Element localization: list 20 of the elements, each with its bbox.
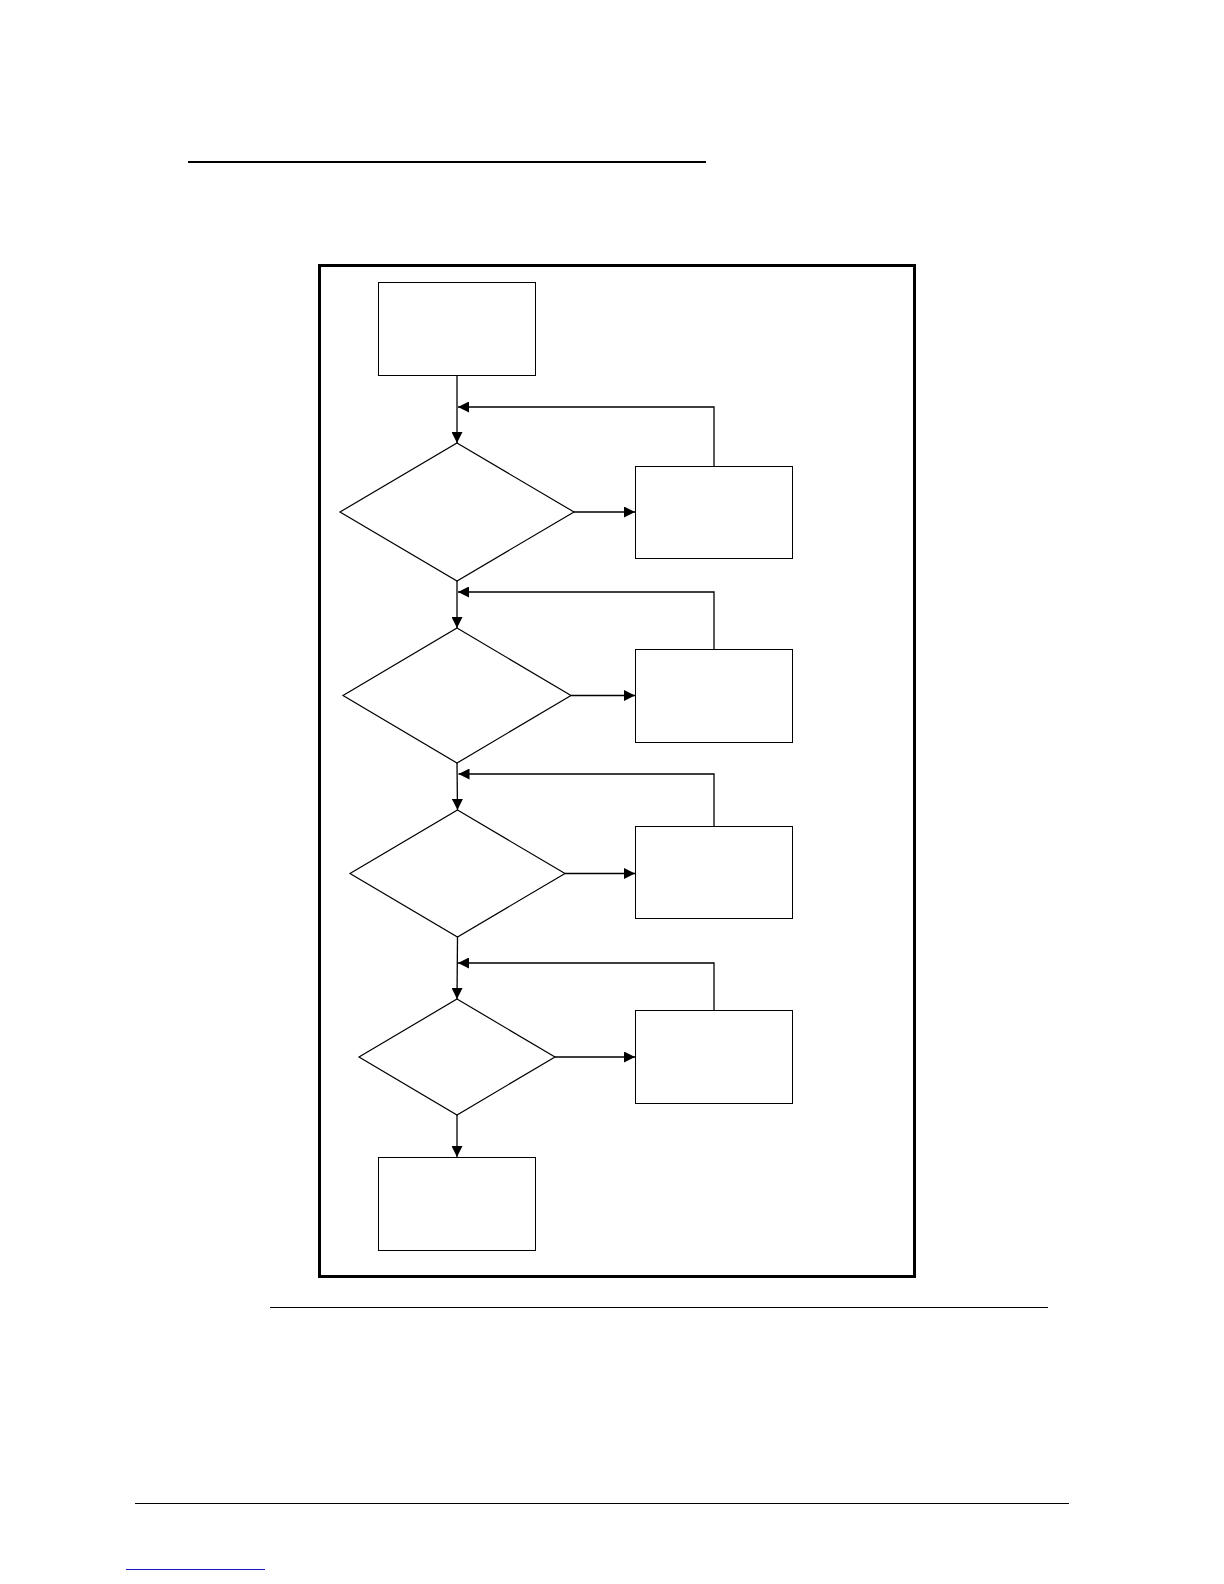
process-box: [635, 1010, 793, 1104]
process-box: [378, 282, 536, 376]
arrow: [451, 375, 463, 444]
diagram-frame: [318, 264, 916, 1278]
process-box: [635, 466, 793, 559]
arrow: [457, 768, 715, 827]
arrow: [451, 1114, 463, 1158]
arrow: [554, 1051, 636, 1063]
process-box: [635, 826, 793, 919]
arrow: [457, 401, 715, 467]
process-box: [635, 649, 793, 743]
arrow: [451, 936, 463, 1000]
arrow: [564, 868, 636, 879]
arrow: [570, 690, 636, 701]
arrow: [451, 762, 463, 811]
arrow: [457, 586, 715, 650]
process-box: [378, 1157, 536, 1251]
arrow: [573, 506, 636, 518]
arrow: [457, 957, 715, 1011]
arrow: [451, 580, 463, 629]
